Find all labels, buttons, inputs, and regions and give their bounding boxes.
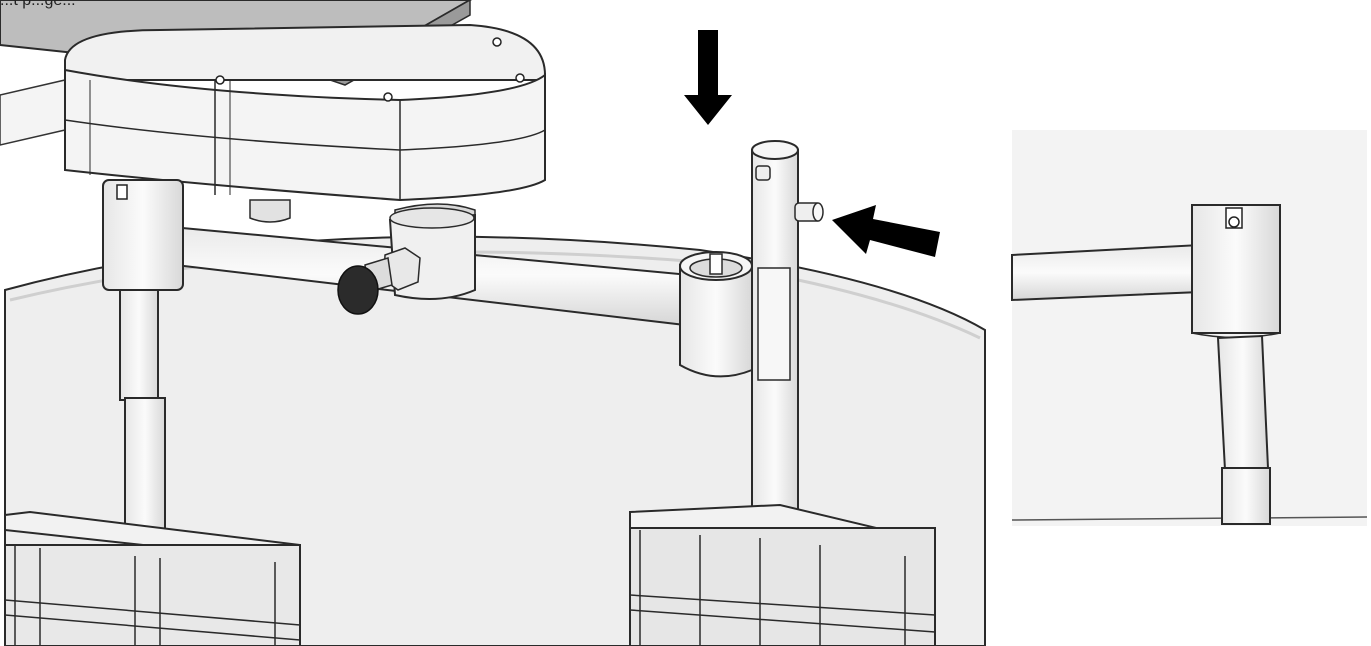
main-view bbox=[0, 0, 986, 646]
left-arrow-icon bbox=[832, 205, 940, 257]
down-arrow-icon bbox=[684, 30, 732, 125]
detail-background bbox=[1012, 130, 1367, 526]
black-knob-icon bbox=[337, 265, 379, 315]
motor-housing-body bbox=[64, 68, 546, 202]
right-post bbox=[751, 140, 824, 536]
slotted-sleeve bbox=[679, 251, 753, 378]
detail-view bbox=[1011, 130, 1368, 526]
screw-1 bbox=[215, 75, 225, 85]
screw-2 bbox=[383, 92, 393, 102]
page-caption: ...t p...ge... bbox=[0, 0, 76, 9]
right-frame bbox=[629, 503, 936, 646]
screw-3 bbox=[492, 37, 502, 47]
detail-horizontal-pipe bbox=[1011, 243, 1201, 302]
motor-housing-top bbox=[64, 23, 546, 81]
detail-post-upper bbox=[1216, 334, 1270, 472]
background-rail bbox=[0, 79, 66, 146]
left-frame bbox=[4, 510, 301, 646]
left-sleeve bbox=[102, 179, 184, 291]
bearing-boss bbox=[249, 199, 291, 223]
screw-4 bbox=[515, 73, 525, 83]
pin-top bbox=[755, 165, 771, 181]
detail-post-lower bbox=[1221, 467, 1271, 525]
left-post-upper bbox=[119, 289, 159, 401]
